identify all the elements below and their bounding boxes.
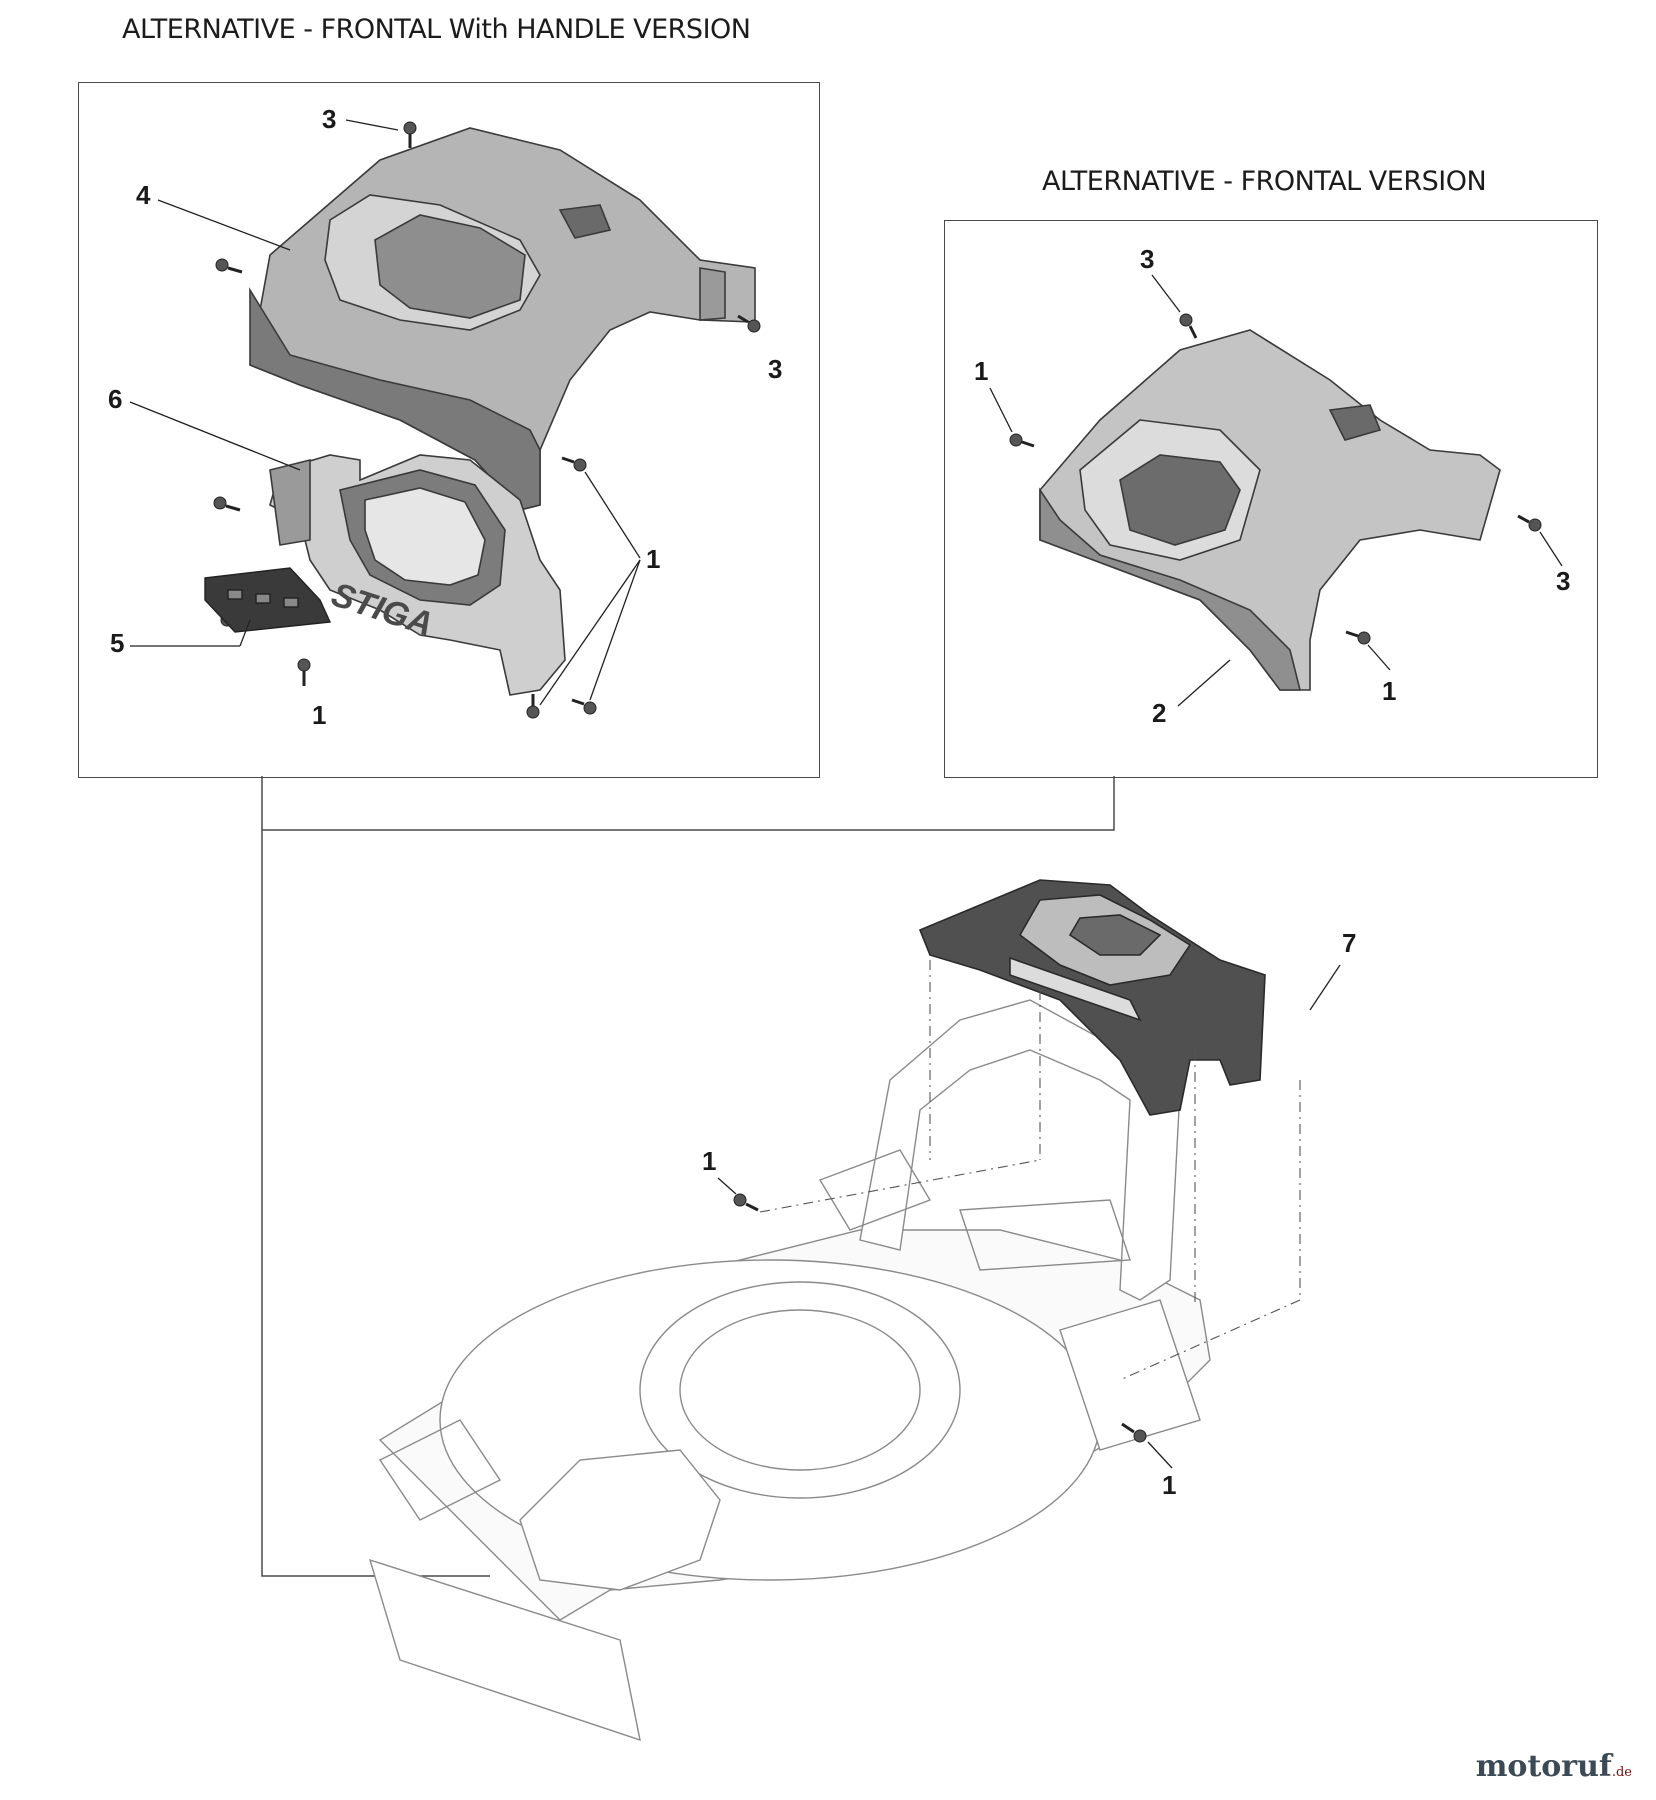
heading-handle-version: ALTERNATIVE - FRONTAL With HANDLE VERSIO… <box>122 14 751 45</box>
leader-lines-panel-1 <box>129 119 641 706</box>
callout-1-left-panel2: 1 <box>974 356 989 386</box>
callout-1-left-main: 1 <box>702 1146 717 1176</box>
panel-frontal-version <box>944 220 1598 778</box>
part-4-cover-with-handle <box>249 127 756 511</box>
callout-3-top-panel2: 3 <box>1140 244 1155 274</box>
panel-handle-version <box>78 82 820 778</box>
callout-2: 2 <box>1152 698 1167 728</box>
mower-handle-frame <box>818 999 1181 1301</box>
callout-1-bottom-panel1: 1 <box>312 700 327 730</box>
callout-1-right-main: 1 <box>1162 1470 1177 1500</box>
mower-deck <box>368 1229 1211 1742</box>
part-5-plate <box>204 567 332 633</box>
callout-5: 5 <box>110 628 125 658</box>
callout-7: 7 <box>1342 928 1357 958</box>
screws-main <box>733 1193 1147 1443</box>
leader-lines-main <box>717 964 1341 1469</box>
part-2-cover <box>1039 329 1501 691</box>
part-7-cover <box>918 879 1266 1116</box>
callout-3-top-panel1: 3 <box>322 104 337 134</box>
callout-1-right-panel2: 1 <box>1382 676 1397 706</box>
heading-frontal-version: ALTERNATIVE - FRONTAL VERSION <box>1042 166 1487 197</box>
callout-3-right-panel2: 3 <box>1556 566 1571 596</box>
part-6-inner-housing <box>269 454 566 696</box>
callout-6: 6 <box>108 384 123 414</box>
dashed-assembly-lines <box>759 960 1301 1381</box>
callout-1-right-panel1: 1 <box>646 544 661 574</box>
callout-3-right-panel1: 3 <box>768 354 783 384</box>
callout-4: 4 <box>136 180 151 210</box>
leader-lines-panel-2 <box>989 274 1563 707</box>
screws-panel-2 <box>1009 313 1542 645</box>
brand-watermark: motoruf.de <box>1475 1749 1632 1784</box>
screws-panel-1 <box>213 121 761 719</box>
